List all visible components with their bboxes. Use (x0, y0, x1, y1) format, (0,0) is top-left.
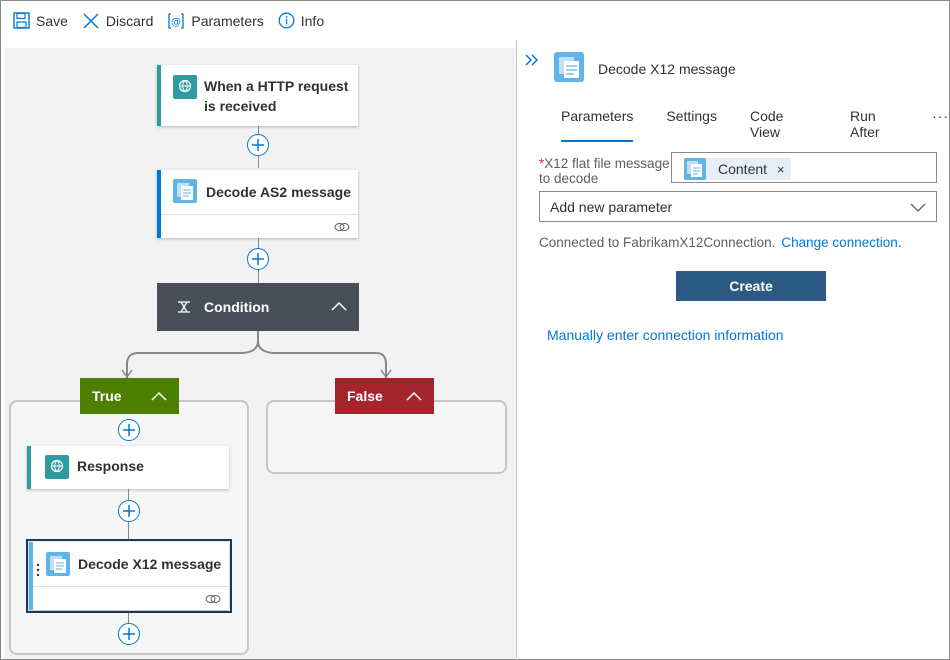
trigger-title: When a HTTP request is received (204, 78, 349, 114)
chevron-up-icon (406, 391, 422, 401)
false-branch-label: False (347, 388, 383, 404)
plus-icon (123, 505, 135, 517)
svg-text:@: @ (171, 17, 181, 28)
false-branch-tag[interactable]: False (335, 378, 434, 414)
info-button[interactable]: Info (278, 12, 324, 29)
content-input[interactable]: Content × (671, 152, 937, 183)
change-connection-link[interactable]: Change connection. (781, 235, 902, 250)
plus-icon (123, 424, 135, 436)
content-token[interactable]: Content × (684, 158, 791, 180)
content-token-label: Content (718, 161, 768, 177)
chevron-up-icon (151, 391, 167, 401)
save-icon (13, 12, 30, 29)
tab-code-view[interactable]: Code View (749, 108, 784, 140)
edi-message-icon (684, 158, 706, 180)
http-response-icon (45, 455, 69, 479)
tab-settings[interactable]: Settings (666, 108, 717, 124)
http-request-icon (173, 75, 197, 99)
content-field-label-text: X12 flat file message to decode (539, 156, 670, 186)
branch-connectors (121, 331, 392, 379)
edi-message-icon (554, 52, 584, 82)
edi-message-icon (173, 179, 197, 203)
expand-panel-icon[interactable] (525, 54, 539, 66)
details-panel: Decode X12 message Parameters Settings C… (517, 40, 949, 659)
trigger-card[interactable]: When a HTTP request is received (157, 65, 358, 126)
required-mark: * (539, 156, 545, 171)
link-icon (205, 595, 221, 603)
drag-handle-icon[interactable] (36, 563, 40, 577)
add-step-button[interactable] (118, 500, 140, 522)
connection-info: Connected to FabrikamX12Connection. Chang… (539, 235, 901, 250)
true-branch-label: True (92, 388, 122, 404)
condition-header[interactable]: Condition (157, 283, 359, 331)
save-label: Save (36, 12, 68, 29)
card-footer (161, 214, 358, 238)
discard-label: Discard (105, 12, 154, 29)
panel-title: Decode X12 message (598, 61, 736, 77)
link-icon (334, 223, 350, 231)
response-card[interactable]: Response (27, 446, 229, 489)
more-tabs-button[interactable]: ··· (932, 108, 949, 124)
connection-text: Connected to FabrikamX12Connection. (539, 235, 776, 250)
add-parameter-dropdown[interactable]: Add new parameter (539, 191, 937, 222)
save-button[interactable]: Save (13, 12, 68, 29)
response-title: Response (77, 458, 144, 474)
true-branch-tag[interactable]: True (80, 378, 179, 414)
add-step-button[interactable] (118, 419, 140, 441)
parameters-label: Parameters (191, 12, 264, 29)
selected-card-outline (26, 539, 232, 613)
add-step-button[interactable] (247, 248, 269, 270)
chevron-up-icon[interactable] (331, 301, 347, 311)
condition-title: Condition (204, 299, 270, 315)
info-icon (278, 12, 295, 29)
plus-icon (252, 139, 264, 151)
decode-x12-card[interactable]: Decode X12 message (29, 542, 229, 610)
manual-connection-link[interactable]: Manually enter connection information (547, 327, 784, 343)
close-icon (83, 12, 99, 29)
connector-line (128, 613, 129, 623)
condition-icon (178, 301, 190, 313)
parameters-button[interactable]: @ Parameters (167, 12, 264, 30)
edi-message-icon (46, 552, 70, 576)
panel-tabs: Parameters Settings Code View Run After … (553, 108, 949, 142)
parameters-icon: @ (168, 12, 185, 29)
add-parameter-text: Add new parameter (550, 198, 673, 215)
create-button[interactable]: Create (676, 271, 826, 301)
plus-icon (252, 253, 264, 265)
decode-as2-card[interactable]: Decode AS2 message (157, 170, 358, 238)
info-label: Info (300, 12, 325, 29)
tab-parameters[interactable]: Parameters (561, 108, 634, 142)
designer-canvas[interactable]: When a HTTP request is received Decode A… (5, 48, 515, 659)
chevron-down-icon (910, 203, 926, 212)
panel-divider[interactable] (516, 40, 517, 660)
toolbar: Save Discard @ Parameters Info (1, 1, 949, 40)
plus-icon (123, 628, 135, 640)
add-step-button[interactable] (118, 623, 140, 645)
tab-run-after[interactable]: Run After (849, 108, 880, 140)
add-step-button[interactable] (247, 134, 269, 156)
content-field-label: *X12 flat file message to decode (539, 156, 679, 186)
decode-x12-title: Decode X12 message (78, 556, 222, 572)
discard-button[interactable]: Discard (82, 12, 153, 30)
remove-token-button[interactable]: × (777, 161, 785, 177)
card-footer (33, 586, 229, 610)
decode-as2-title: Decode AS2 message (206, 184, 351, 200)
